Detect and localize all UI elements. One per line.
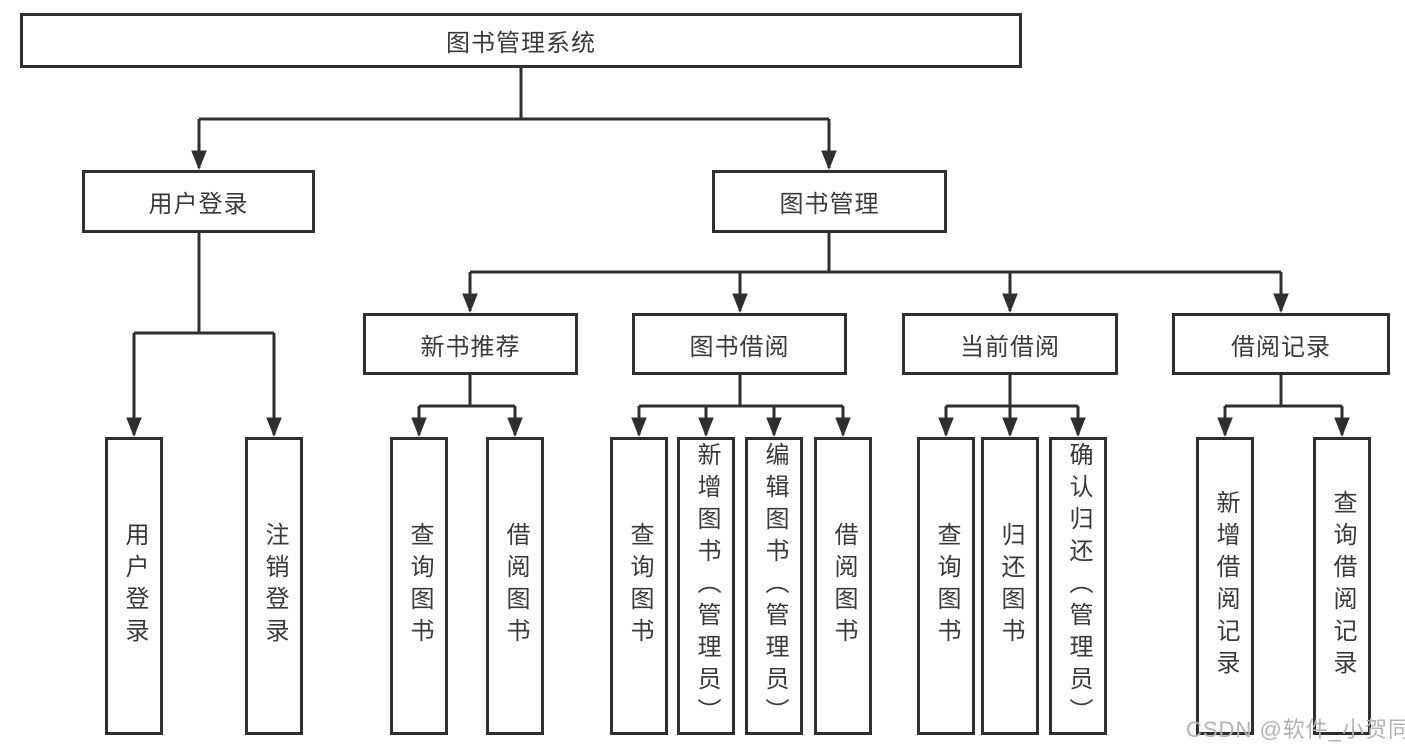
leaf-recommend-query-book: 查询图书 [390,437,448,735]
node-user-login: 用户登录 [82,170,315,233]
leaf-borrow-query-book: 查询图书 [610,437,668,735]
leaf-add-borrow-record: 新增借阅记录 [1196,437,1254,735]
leaf-query-borrow-record: 查询借阅记录 [1313,437,1371,735]
node-book-borrow: 图书借阅 [632,313,847,375]
leaf-current-query-book-label: 查询图书 [933,522,960,650]
leaf-add-book-admin: 新增图书（管理员） [677,437,735,735]
leaf-logout: 注销登录 [245,437,303,735]
node-new-book-recommend: 新书推荐 [363,313,578,375]
leaf-confirm-return-admin: 确认归还（管理员） [1049,437,1107,735]
leaf-add-book-admin-label: 新增图书（管理员） [693,442,720,730]
node-current-borrow: 当前借阅 [902,313,1118,375]
leaf-confirm-return-admin-label: 确认归还（管理员） [1065,442,1092,730]
leaf-user-login: 用户登录 [105,437,163,735]
leaf-borrow-query-book-label: 查询图书 [626,522,653,650]
leaf-user-login-label: 用户登录 [121,522,148,650]
leaf-edit-book-admin: 编辑图书（管理员） [745,437,803,735]
node-borrow-record: 借阅记录 [1172,313,1390,375]
leaf-borrow-book: 借阅图书 [814,437,872,735]
leaf-borrow-book-label: 借阅图书 [830,522,857,650]
leaf-edit-book-admin-label: 编辑图书（管理员） [761,442,788,730]
node-root-system: 图书管理系统 [20,13,1022,68]
leaf-logout-label: 注销登录 [261,522,288,650]
leaf-return-book-label: 归还图书 [997,522,1024,650]
leaf-current-query-book: 查询图书 [917,437,975,735]
leaf-query-borrow-record-label: 查询借阅记录 [1329,490,1356,682]
node-book-management: 图书管理 [712,170,947,233]
leaf-return-book: 归还图书 [981,437,1039,735]
leaf-recommend-borrow-book: 借阅图书 [486,437,544,735]
leaf-recommend-borrow-book-label: 借阅图书 [502,522,529,650]
csdn-watermark: CSDN @软件_小贺同学 [1186,717,1405,742]
leaf-add-borrow-record-label: 新增借阅记录 [1212,490,1239,682]
leaf-recommend-query-book-label: 查询图书 [406,522,433,650]
